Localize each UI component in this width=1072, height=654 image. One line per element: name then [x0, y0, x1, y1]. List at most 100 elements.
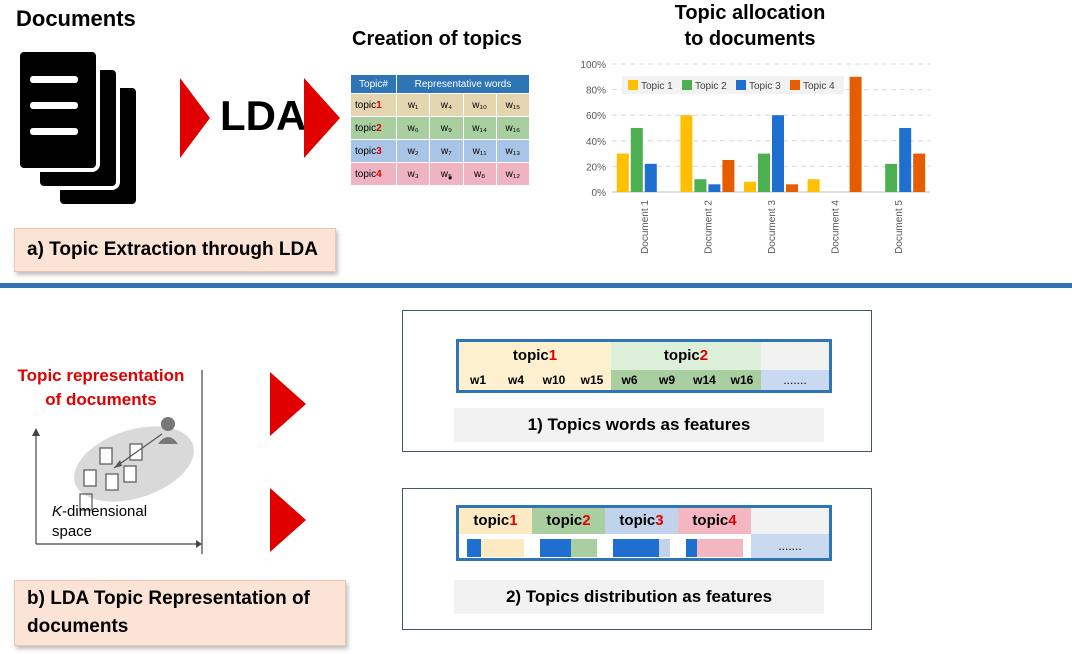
word-cell: w₄ [429, 93, 464, 117]
topic-name-cell: topic2 [350, 116, 397, 140]
topic-name-cell: topic1 [350, 93, 397, 117]
kdim-line2: space [52, 523, 93, 540]
word-cell: w₉ [429, 116, 464, 140]
k-dimensional-space-icon [32, 370, 203, 554]
word-cell: w9 [648, 370, 686, 390]
x-tick-label: Document 3 [767, 200, 778, 254]
y-tick-label: 40% [586, 137, 606, 148]
bar [849, 76, 862, 192]
allocation-title-line2: to documents [684, 28, 816, 50]
word-cell: w₆ [395, 116, 431, 140]
k-dimensional-label: K-dimensional space [52, 502, 147, 542]
section-divider [0, 283, 1072, 288]
word-cell: w₁₄ [462, 116, 497, 140]
word-cell: w₁₅ [495, 93, 531, 117]
word-cell: w16 [723, 370, 761, 390]
topic-header-empty [761, 342, 829, 370]
word-cell: w₅ [429, 162, 464, 186]
distribution-bar-bg [467, 539, 524, 557]
word-cell: w₁₁ [462, 139, 497, 163]
y-tick-label: 0% [592, 188, 607, 199]
topic-header-1: topic1 [459, 342, 611, 370]
documents-stack-icon [16, 48, 140, 208]
lda-label: LDA [220, 92, 307, 139]
legend-label: Topic 3 [749, 81, 781, 92]
bar [885, 163, 898, 192]
y-tick-label: 60% [586, 111, 606, 122]
bar [708, 184, 721, 192]
distribution-bar-bg [686, 539, 743, 557]
topic-header-1: topic1 [459, 508, 532, 534]
legend-label: Topic 2 [695, 81, 727, 92]
caption-b: b) LDA Topic Representation of documents [14, 580, 346, 646]
topic-header-2: topic2 [532, 508, 605, 534]
topic-rep-line2: of documents [45, 390, 157, 409]
table-header-topic: Topic# [350, 74, 397, 94]
bar [772, 115, 784, 192]
kdim-line1: -dimensional [62, 503, 148, 520]
topic-name-cell: topic4 [350, 162, 397, 186]
legend-swatch [628, 80, 638, 90]
arrow-right-icon [270, 488, 306, 552]
distribution-bar-fill [540, 539, 571, 557]
distribution-bar-fill [613, 539, 659, 557]
legend-swatch [736, 80, 746, 90]
arrow-right-icon [180, 78, 210, 158]
topic-header-3: topic3 [605, 508, 678, 534]
topic-header-4: topic4 [678, 508, 751, 534]
bar [680, 115, 693, 192]
ellipsis-cell: ....... [751, 534, 829, 558]
word-cell: w₁₀ [462, 93, 497, 117]
word-cell: w1 [459, 370, 497, 390]
document-front [16, 48, 100, 172]
word-cell: w₁₆ [495, 116, 531, 140]
ellipsis-cell: ....... [761, 370, 829, 390]
bar [630, 128, 643, 192]
word-cell: w6 [611, 370, 648, 390]
topic-words-feature-vector: topic1 topic2 w1 w4 w10 w15 w6 w9 w14 w1… [456, 339, 832, 393]
bar [644, 163, 657, 192]
legend-label: Topic 4 [803, 81, 835, 92]
word-cell: w₁₃ [495, 139, 531, 163]
word-cell: w₂ [395, 139, 431, 163]
creation-of-topics-title: Creation of topics [352, 28, 523, 50]
word-cell: w4 [497, 370, 535, 390]
topic-rep-line1: Topic representation [17, 366, 185, 385]
word-cell: w₈ [462, 162, 497, 186]
topic-representation-label: Topic representation of documents [6, 364, 196, 412]
bar [616, 153, 629, 192]
word-cell: w₁ [395, 93, 431, 117]
word-cell: w₃ [395, 162, 431, 186]
x-tick-label: Document 2 [703, 200, 714, 254]
legend-label: Topic 1 [641, 81, 673, 92]
legend-bg [622, 76, 844, 94]
bar [807, 179, 820, 192]
legend-swatch [682, 80, 692, 90]
topic-distribution-caption: 2) Topics distribution as features [454, 580, 824, 614]
y-tick-label: 20% [586, 162, 606, 173]
topic-header-empty [751, 508, 829, 534]
topic-name-cell: topic3 [350, 139, 397, 163]
word-cell: w15 [573, 370, 611, 390]
x-tick-label: Document 4 [831, 200, 842, 254]
distribution-bar-fill [686, 539, 697, 557]
legend-swatch [790, 80, 800, 90]
bar [722, 160, 735, 192]
word-cell: w10 [535, 370, 573, 390]
bar [758, 153, 770, 192]
arrow-right-icon [304, 78, 340, 158]
x-tick-label: Document 5 [894, 200, 905, 254]
k-symbol: K [52, 503, 63, 520]
y-tick-label: 100% [580, 60, 606, 71]
bar [899, 128, 912, 192]
topic-header-2: topic2 [611, 342, 761, 370]
distribution-bar-fill [467, 539, 481, 557]
bar [744, 181, 756, 192]
table-more-dot: • [448, 171, 453, 185]
arrow-right-icon [270, 372, 306, 436]
bar [694, 179, 707, 192]
